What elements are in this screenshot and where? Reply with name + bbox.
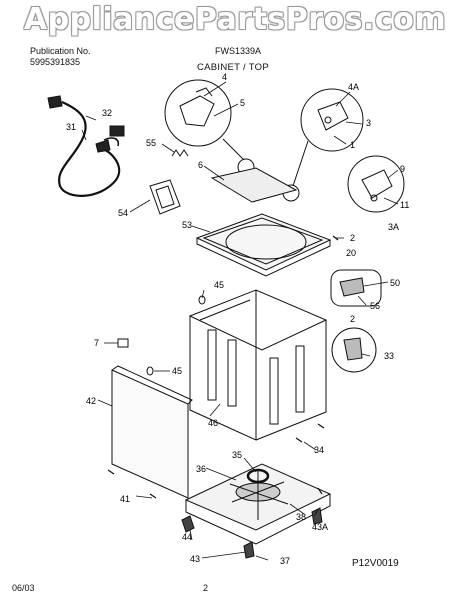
callout-label: 31	[66, 122, 76, 132]
callout-label: 32	[102, 108, 112, 118]
callout-label: 46	[208, 418, 218, 428]
callout-label: 3A	[388, 222, 399, 232]
callout-label: 5	[240, 98, 245, 108]
callout-label: 41	[120, 494, 130, 504]
callout-label: 20	[346, 248, 356, 258]
publication-number: 5995391835	[30, 57, 81, 67]
callout-label: 2	[350, 314, 355, 324]
page-number: 2	[203, 583, 209, 593]
callout-label: 1	[350, 140, 355, 150]
model-number: FWS1339A	[215, 46, 262, 56]
power-cord-illustration	[47, 95, 125, 197]
revision-date: 06/03	[12, 583, 35, 593]
callout-label: 9	[400, 164, 405, 174]
callout-label: 45	[214, 280, 224, 290]
callout-label: 33	[384, 351, 394, 361]
callout-label: 11	[400, 200, 409, 210]
section-title: CABINET / TOP	[197, 62, 270, 73]
callout-label: 55	[146, 138, 156, 148]
callout-label: 3	[366, 118, 371, 128]
callout-label: 35	[232, 450, 242, 460]
callout-label: 6	[198, 160, 203, 170]
callout-label: 34	[314, 445, 324, 455]
callout-label: 4A	[348, 82, 359, 92]
callout-label: 7	[94, 338, 99, 348]
callout-label: 42	[86, 396, 96, 406]
callout-label: 38	[296, 512, 306, 522]
callout-label: 2	[350, 233, 355, 243]
callout-label: 37	[280, 556, 290, 566]
callout-label: 45	[172, 366, 182, 376]
publication-label: Publication No.	[30, 46, 91, 56]
callout-label: 43A	[312, 522, 328, 532]
figure-code: P12V0019	[352, 558, 399, 569]
callout-label: 56	[370, 301, 380, 311]
callout-label: 43	[190, 554, 200, 564]
callout-label: 54	[118, 208, 128, 218]
callout-label: 53	[182, 220, 192, 230]
callout-label: 36	[196, 464, 206, 474]
callout-label: 44	[182, 532, 192, 542]
callout-label: 4	[222, 72, 227, 82]
watermark: AppliancePartsPros.com	[23, 2, 447, 37]
callout-label: 50	[390, 278, 400, 288]
